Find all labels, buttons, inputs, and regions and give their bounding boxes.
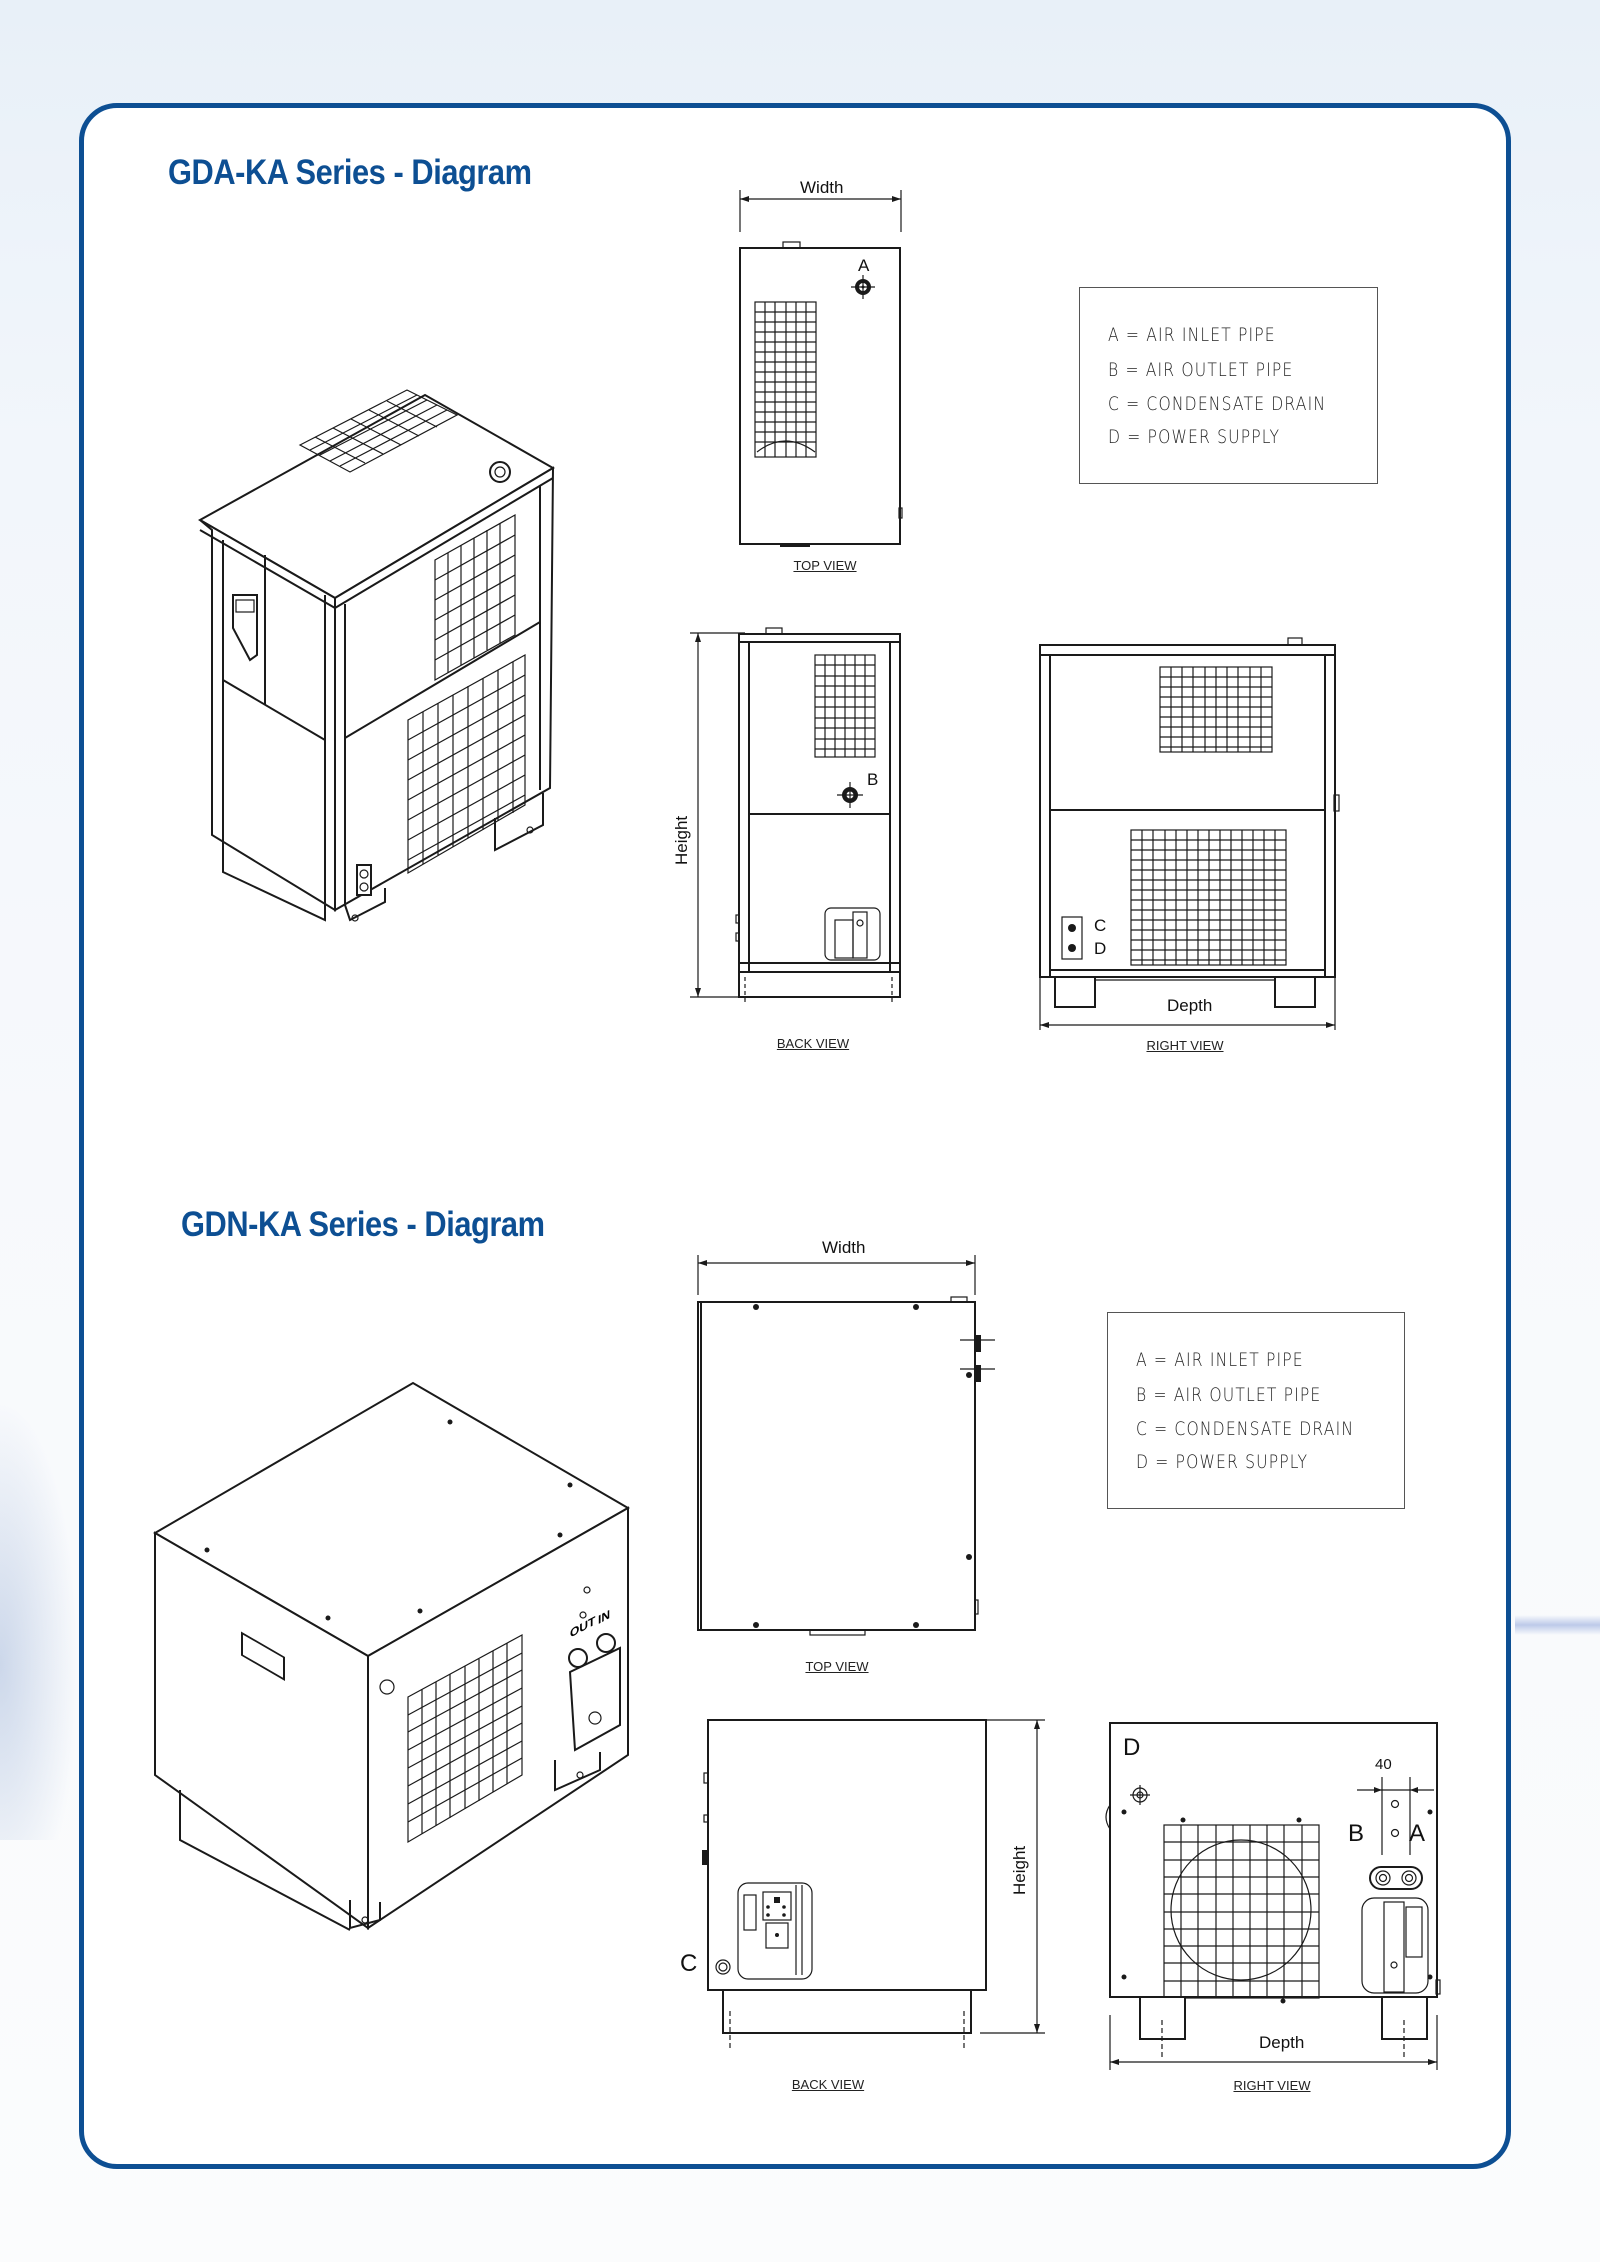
right-view-lower-grille <box>1130 829 1287 966</box>
legend-item-c: C = CONDENSATE DRAIN <box>1136 1418 1355 1440</box>
background-water-splash <box>0 1400 80 1840</box>
gda-top-view-caption: TOP VIEW <box>793 558 857 573</box>
background-water-streak <box>1515 1615 1600 1635</box>
gdn-port-spacing-label: 40 <box>1375 1756 1392 1773</box>
gda-legend-box: A = AIR INLET PIPE B = AIR OUTLET PIPE C… <box>1079 287 1378 484</box>
legend-item-b: B = AIR OUTLET PIPE <box>1136 1384 1322 1406</box>
gda-right-depth-label: Depth <box>1167 996 1213 1015</box>
legend-item-d: D = POWER SUPPLY <box>1108 426 1281 448</box>
gdn-right-view-grille <box>1163 1824 1320 1999</box>
gda-port-c-label: C <box>1094 916 1107 935</box>
gdn-port-a-label: A <box>1409 1820 1426 1847</box>
gda-port-a-label: A <box>858 256 870 275</box>
gdn-back-view-caption: BACK VIEW <box>791 2077 865 2092</box>
gda-right-view-drawing <box>1039 637 1340 1030</box>
lower-side-grille <box>407 653 526 875</box>
gdn-top-view-drawing <box>697 1255 995 1636</box>
gdn-back-view-drawing <box>702 1719 1045 2050</box>
gdn-port-b-label: B <box>1348 1820 1365 1847</box>
gda-section-title: GDA-KA Series - Diagram <box>168 153 532 192</box>
upper-side-grille <box>434 513 516 682</box>
top-view-grille <box>754 301 817 458</box>
gdn-port-d-label: D <box>1123 1734 1141 1761</box>
gda-port-d-label: D <box>1094 939 1107 958</box>
gda-top-width-label: Width <box>800 178 844 197</box>
gda-back-view-caption: BACK VIEW <box>776 1036 850 1051</box>
legend-item-a: A = AIR INLET PIPE <box>1136 1349 1304 1371</box>
gdn-isometric-drawing <box>153 1381 631 1931</box>
gda-back-height-label: Height <box>672 815 691 865</box>
gdn-port-c-label: C <box>680 1950 698 1977</box>
gdn-right-view-caption: RIGHT VIEW <box>1233 2078 1311 2093</box>
legend-item-a: A = AIR INLET PIPE <box>1108 324 1276 346</box>
gdn-right-depth-label: Depth <box>1259 2033 1305 2052</box>
back-view-grille <box>814 654 876 758</box>
gdn-legend-box: A = AIR INLET PIPE B = AIR OUTLET PIPE C… <box>1107 1312 1405 1509</box>
gdn-top-view-caption: TOP VIEW <box>805 1659 869 1674</box>
legend-item-b: B = AIR OUTLET PIPE <box>1108 359 1294 381</box>
gda-isometric-drawing <box>197 389 555 922</box>
gdn-section-title: GDN-KA Series - Diagram <box>181 1205 545 1244</box>
legend-item-c: C = CONDENSATE DRAIN <box>1108 393 1327 415</box>
gdn-back-height-label: Height <box>1010 1845 1029 1895</box>
gda-back-view-drawing <box>690 627 901 1005</box>
gdn-right-view-drawing <box>1105 1722 1441 2070</box>
right-view-upper-grille <box>1159 666 1273 753</box>
gda-top-view-drawing <box>739 190 903 547</box>
legend-item-d: D = POWER SUPPLY <box>1136 1451 1309 1473</box>
top-grille <box>298 389 459 473</box>
gdn-iso-grille <box>407 1633 523 1844</box>
gda-port-b-label: B <box>867 770 879 789</box>
gda-right-view-caption: RIGHT VIEW <box>1146 1038 1224 1053</box>
gdn-top-width-label: Width <box>822 1238 866 1257</box>
